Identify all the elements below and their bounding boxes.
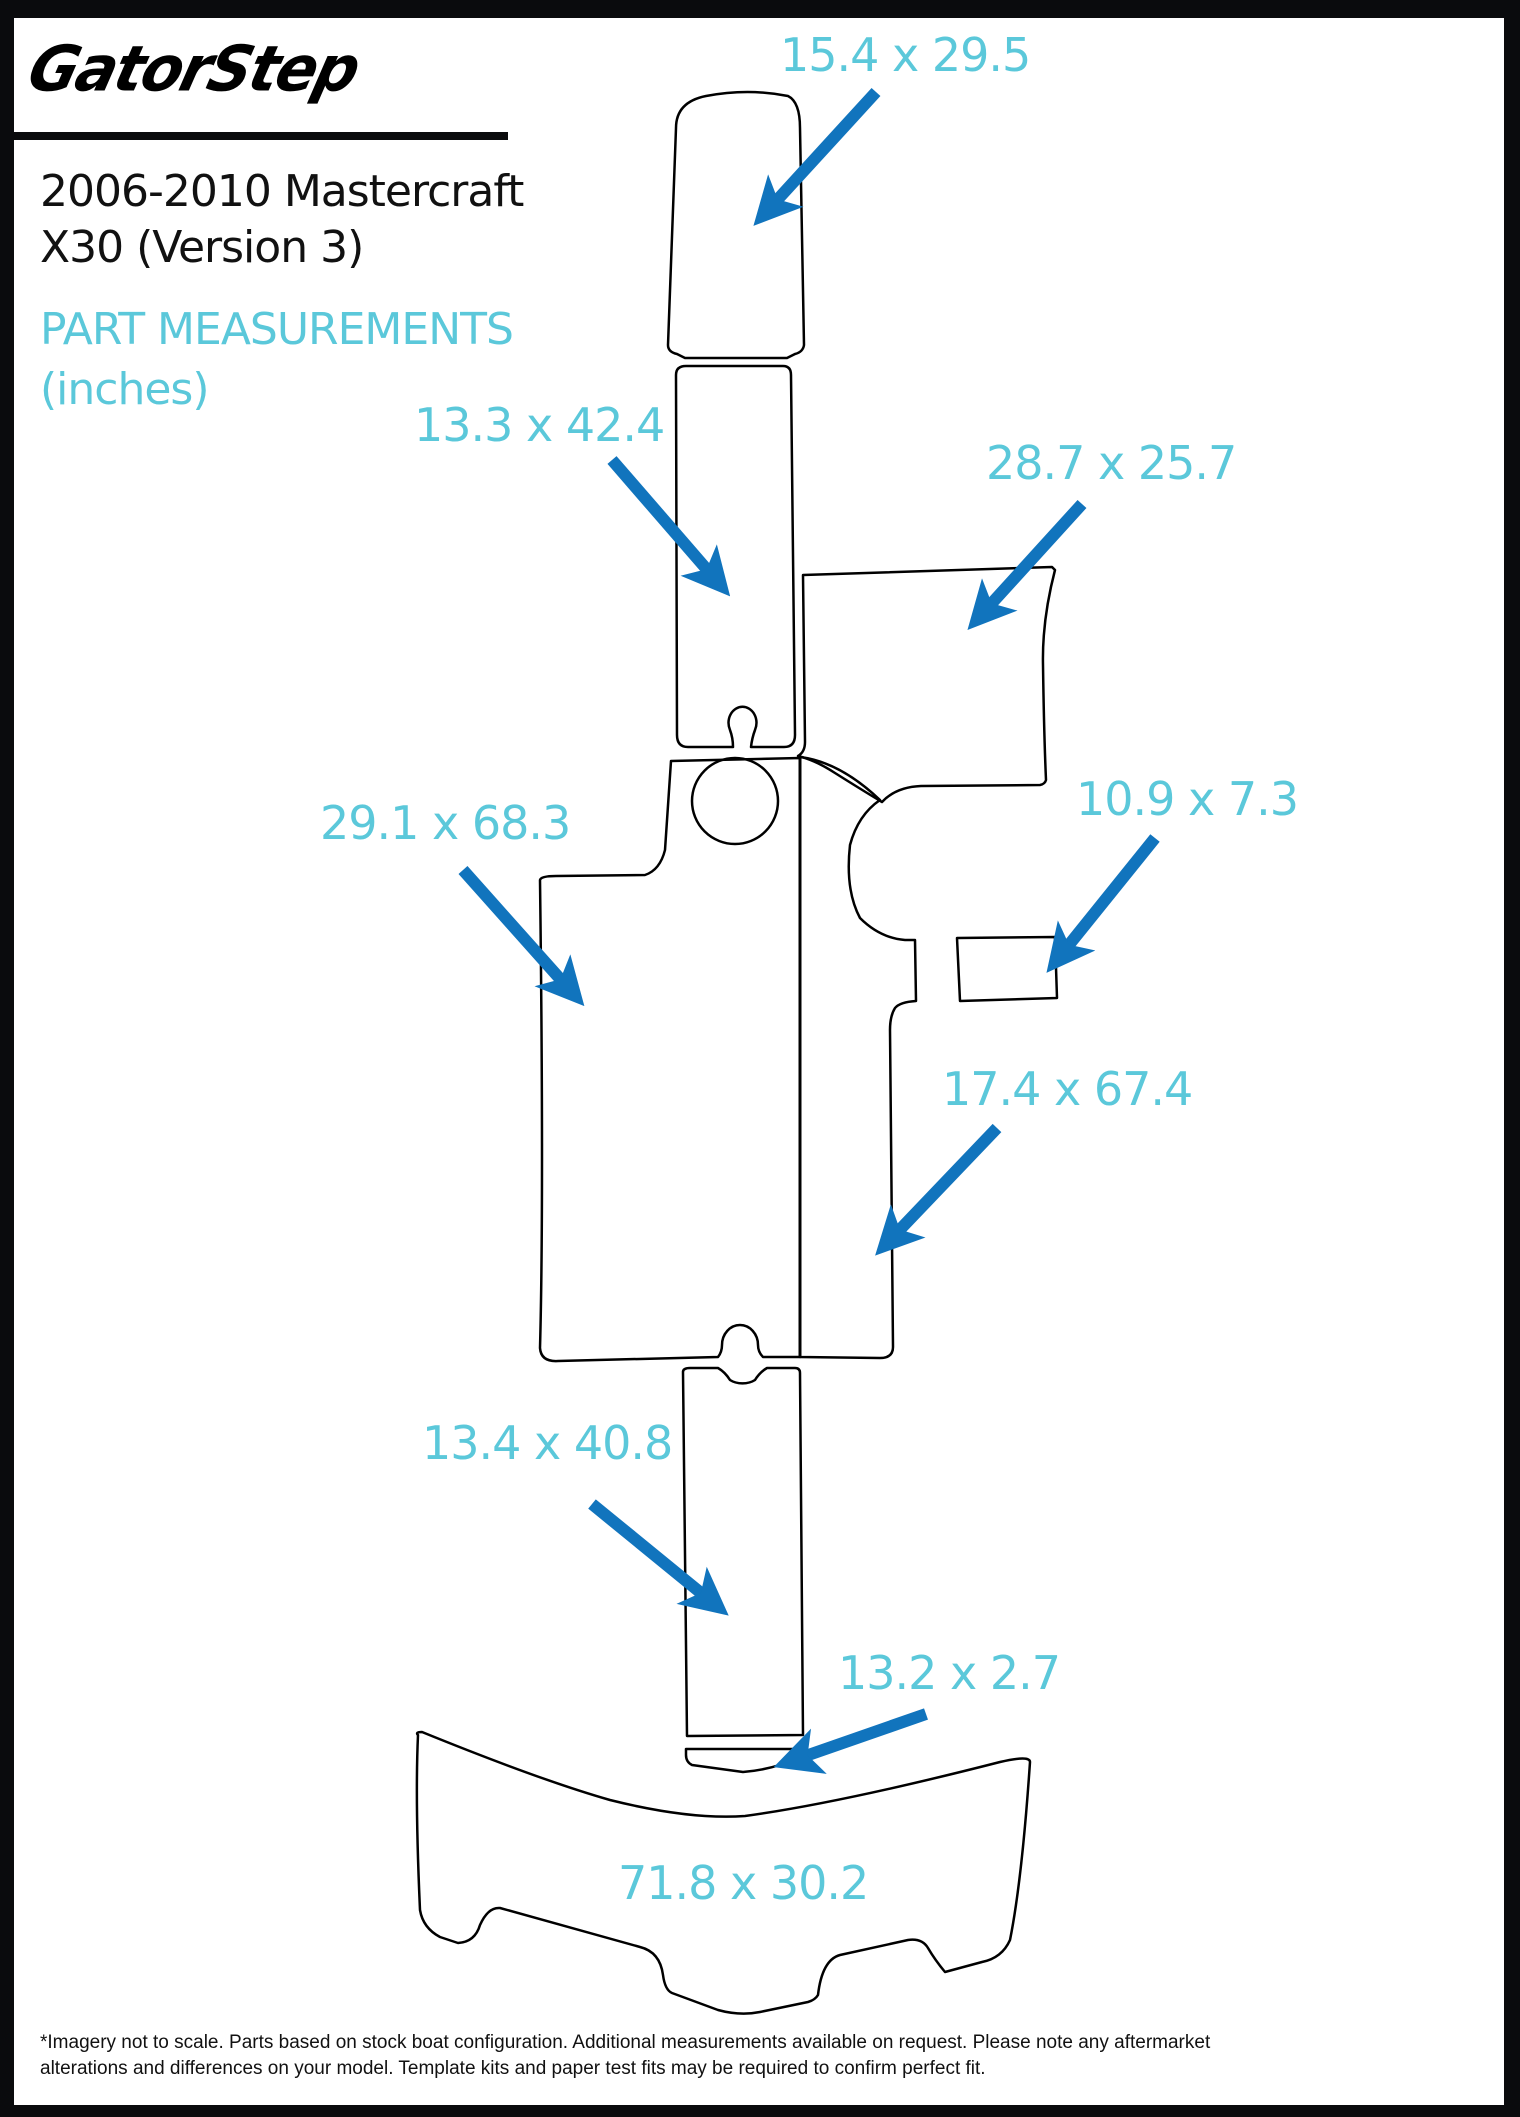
footnote-line-2: alterations and differences on your mode… xyxy=(40,2058,986,2079)
label-swim-platform: 71.8 x 30.2 xyxy=(618,1856,869,1910)
arrow-side-panel xyxy=(967,499,1087,630)
title-line-1: 2006-2010 Mastercraft xyxy=(40,166,524,217)
title-line-2: X30 (Version 3) xyxy=(40,222,364,273)
disclaimer-footnote: *Imagery not to scale. Parts based on st… xyxy=(40,2030,1480,2082)
label-walkway-lower: 13.4 x 40.8 xyxy=(422,1416,673,1470)
part-walkway-lower-outline xyxy=(681,1366,805,1738)
arrow-cockpit-left xyxy=(458,866,585,1007)
arrow-walkway-upper xyxy=(607,456,731,597)
label-walkway-upper: 13.3 x 42.4 xyxy=(414,398,665,452)
label-step-strip: 13.2 x 2.7 xyxy=(838,1646,1061,1700)
part-step-strip-outline xyxy=(684,1747,802,1774)
part-swim-platform-outline xyxy=(415,1730,1032,2015)
label-small-block: 10.9 x 7.3 xyxy=(1076,772,1299,826)
subtitle-line-2: (inches) xyxy=(40,364,210,415)
part-side-panel-outline xyxy=(796,565,1057,804)
part-walkway-upper-outline xyxy=(674,364,797,749)
label-cockpit-left: 29.1 x 68.3 xyxy=(320,796,571,850)
footnote-line-1: *Imagery not to scale. Parts based on st… xyxy=(40,2032,1211,2053)
part-cockpit-left-outline xyxy=(538,756,802,1363)
header-divider xyxy=(14,132,508,140)
hatch-circle xyxy=(690,756,780,846)
part-small-block-outline xyxy=(955,935,1059,1003)
label-cockpit-right: 17.4 x 67.4 xyxy=(942,1062,1193,1116)
arrow-cockpit-right xyxy=(875,1123,1002,1256)
arrow-small-block xyxy=(1046,834,1160,973)
part-cockpit-right-outline xyxy=(798,755,918,1360)
subtitle-line-1: PART MEASUREMENTS xyxy=(40,304,514,355)
arrow-step-strip xyxy=(773,1708,928,1774)
part-helm-top-outline xyxy=(666,90,806,360)
arrow-helm-top xyxy=(753,87,881,226)
page-subtitle: PART MEASUREMENTS (inches) xyxy=(40,300,514,420)
label-side-panel: 28.7 x 25.7 xyxy=(986,436,1237,490)
arrow-walkway-lower xyxy=(588,1499,729,1616)
page-title: 2006-2010 Mastercraft X30 (Version 3) xyxy=(40,164,524,276)
label-helm-top: 15.4 x 29.5 xyxy=(780,28,1031,82)
